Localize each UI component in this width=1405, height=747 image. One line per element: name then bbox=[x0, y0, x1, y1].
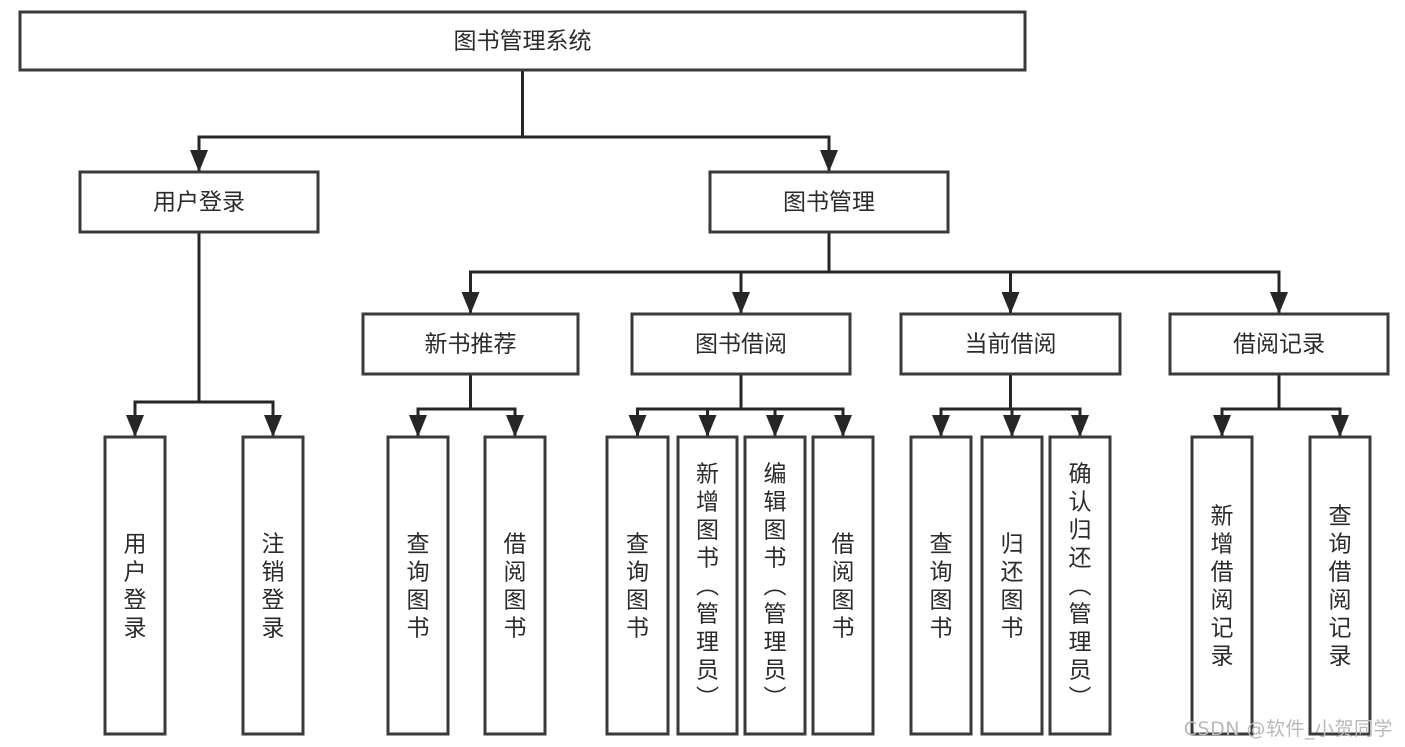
node-root[interactable]: 图书管理系统 bbox=[18, 10, 1027, 72]
node-borrow-record[interactable]: 借阅记录 bbox=[1168, 312, 1390, 376]
node-label-leaf-bb-query: 查询图书 bbox=[626, 532, 649, 642]
node-box-user-login bbox=[78, 170, 320, 234]
node-label-leaf-user-logout: 注销登录 bbox=[262, 532, 285, 642]
node-leaf-rec-borrow[interactable]: 借阅图书 bbox=[483, 435, 547, 736]
node-box-leaf-cb-return bbox=[980, 435, 1044, 736]
node-leaf-bb-borrow[interactable]: 借阅图书 bbox=[811, 435, 875, 736]
node-leaf-bb-edit[interactable]: 编辑图书︵管理员︶ bbox=[743, 435, 807, 736]
node-current-borrow[interactable]: 当前借阅 bbox=[899, 312, 1122, 376]
node-box-book-borrow bbox=[630, 312, 852, 376]
node-label-leaf-br-query: 查询借阅记录 bbox=[1329, 504, 1352, 670]
node-box-leaf-bb-query bbox=[605, 435, 670, 736]
node-leaf-cb-return[interactable]: 归还图书 bbox=[980, 435, 1044, 736]
node-book-borrow[interactable]: 图书借阅 bbox=[630, 312, 852, 376]
node-user-login[interactable]: 用户登录 bbox=[78, 170, 320, 234]
node-label-user-login: 用户登录 bbox=[153, 190, 245, 216]
node-book-mgmt[interactable]: 图书管理 bbox=[708, 170, 950, 234]
node-label-book-borrow: 图书借阅 bbox=[695, 332, 787, 358]
node-box-leaf-rec-borrow bbox=[483, 435, 547, 736]
node-label-leaf-rec-borrow: 借阅图书 bbox=[504, 532, 527, 642]
node-leaf-user-logout[interactable]: 注销登录 bbox=[241, 435, 305, 736]
node-leaf-cb-query[interactable]: 查询图书 bbox=[909, 435, 973, 736]
node-leaf-user-login[interactable]: 用户登录 bbox=[103, 435, 167, 736]
node-label-leaf-cb-query: 查询图书 bbox=[930, 532, 953, 642]
node-box-leaf-bb-add bbox=[676, 435, 739, 736]
node-box-leaf-cb-query bbox=[909, 435, 973, 736]
node-leaf-rec-query[interactable]: 查询图书 bbox=[386, 435, 450, 736]
node-label-leaf-bb-add: 新增图书︵管理员︶ bbox=[696, 462, 719, 712]
node-box-current-borrow bbox=[899, 312, 1122, 376]
node-label-leaf-rec-query: 查询图书 bbox=[407, 532, 430, 642]
node-label-root: 图书管理系统 bbox=[454, 29, 592, 55]
node-box-root bbox=[18, 10, 1027, 72]
node-box-borrow-record bbox=[1168, 312, 1390, 376]
node-label-leaf-bb-borrow: 借阅图书 bbox=[832, 532, 855, 642]
node-label-leaf-user-login: 用户登录 bbox=[124, 532, 147, 642]
node-box-leaf-user-logout bbox=[241, 435, 305, 736]
node-box-leaf-bb-edit bbox=[743, 435, 807, 736]
node-leaf-bb-query[interactable]: 查询图书 bbox=[605, 435, 670, 736]
node-box-leaf-cb-confirm bbox=[1048, 435, 1112, 736]
node-label-borrow-record: 借阅记录 bbox=[1233, 332, 1325, 358]
node-box-leaf-br-query bbox=[1308, 435, 1372, 736]
node-leaf-cb-confirm[interactable]: 确认归还︵管理员︶ bbox=[1048, 435, 1112, 736]
node-label-new-book-rec: 新书推荐 bbox=[425, 332, 517, 358]
node-layer: 图书管理系统用户登录图书管理新书推荐图书借阅当前借阅借阅记录用户登录注销登录查询… bbox=[18, 10, 1390, 736]
node-box-leaf-rec-query bbox=[386, 435, 450, 736]
node-box-leaf-br-add bbox=[1190, 435, 1254, 736]
node-label-leaf-cb-confirm: 确认归还︵管理员︶ bbox=[1069, 462, 1092, 712]
node-label-leaf-bb-edit: 编辑图书︵管理员︶ bbox=[764, 462, 787, 712]
node-box-book-mgmt bbox=[708, 170, 950, 234]
node-label-book-mgmt: 图书管理 bbox=[783, 190, 875, 216]
node-leaf-bb-add[interactable]: 新增图书︵管理员︶ bbox=[676, 435, 739, 736]
node-new-book-rec[interactable]: 新书推荐 bbox=[361, 312, 580, 376]
node-leaf-br-query[interactable]: 查询借阅记录 bbox=[1308, 435, 1372, 736]
node-box-leaf-bb-borrow bbox=[811, 435, 875, 736]
node-label-current-borrow: 当前借阅 bbox=[965, 332, 1057, 358]
connector-layer bbox=[126, 68, 1349, 439]
node-leaf-br-add[interactable]: 新增借阅记录 bbox=[1190, 435, 1254, 736]
node-label-leaf-br-add: 新增借阅记录 bbox=[1211, 504, 1234, 670]
node-box-new-book-rec bbox=[361, 312, 580, 376]
node-label-leaf-cb-return: 归还图书 bbox=[1001, 532, 1024, 642]
node-box-leaf-user-login bbox=[103, 435, 167, 736]
